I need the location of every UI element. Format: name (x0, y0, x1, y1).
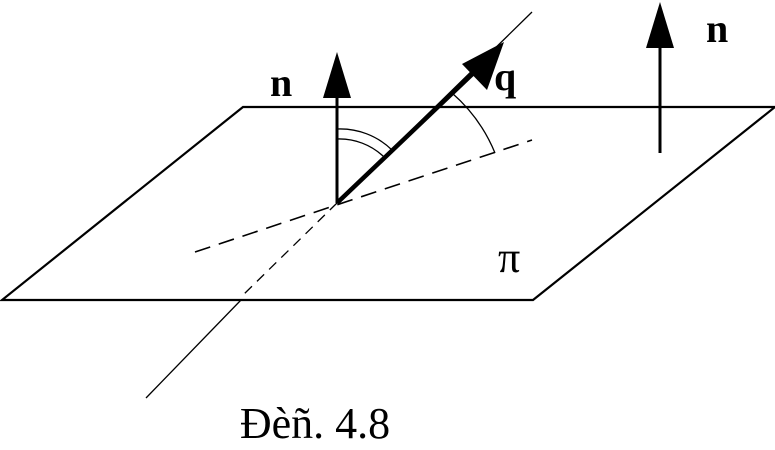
projection-line (194, 139, 533, 253)
label-pi: π (498, 233, 520, 282)
vector-q-arrowhead (462, 42, 504, 90)
line-below-plane-dashed (240, 202, 338, 298)
normal-left-arrowhead (323, 52, 351, 98)
angle-arc-n-q-outer (336, 128, 393, 151)
label-n-left: n (270, 60, 292, 105)
label-q: q (494, 54, 516, 99)
line-below-plane-solid (145, 299, 242, 399)
label-n-right: n (706, 6, 728, 51)
normal-right-arrowhead (646, 2, 674, 48)
figure-caption: Ðèñ. 4.8 (239, 399, 391, 448)
angle-arc-q-plane (451, 92, 496, 154)
angle-arc-n-q-inner (336, 138, 385, 158)
vector-q (335, 61, 486, 205)
plane-pi (0, 105, 775, 302)
